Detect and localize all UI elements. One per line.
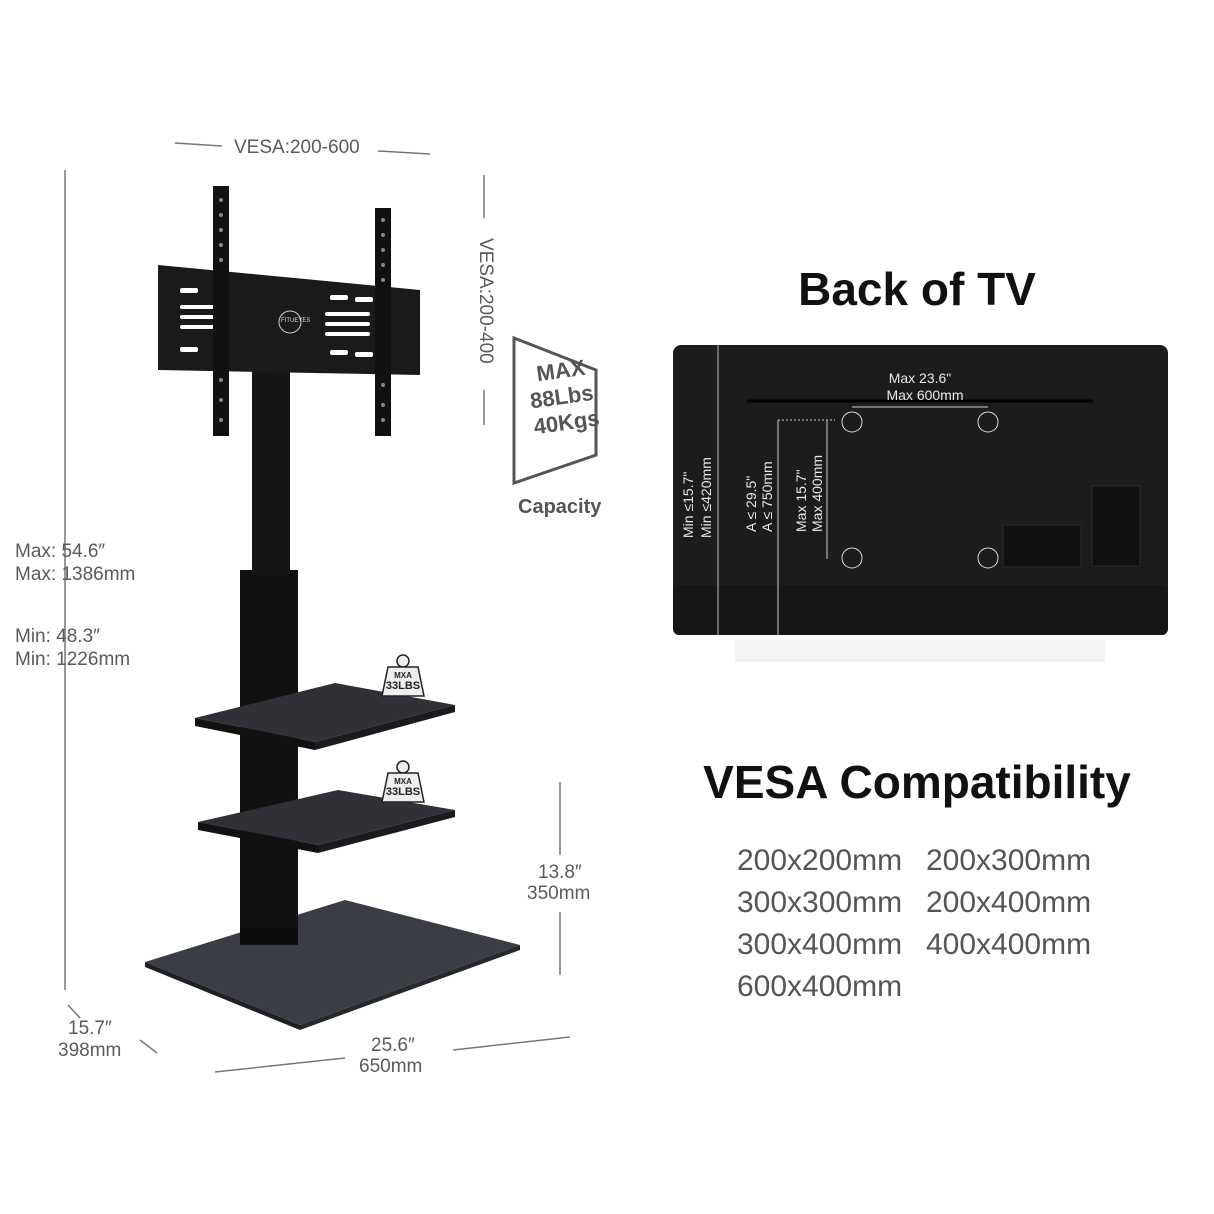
weight-icon-top (381, 654, 425, 697)
tv-horizontal-mm: Max 600mm (886, 387, 964, 403)
back-of-tv-title: Back of TV (798, 263, 1036, 315)
height-min-in: Min: 48.3″ (15, 626, 100, 647)
depth-in: 15.7″ (68, 1018, 112, 1039)
tv-a-in: A ≤ 29.5" (743, 475, 759, 532)
vesa-width-label: VESA:200-600 (234, 137, 360, 158)
capacity-label: Capacity (518, 496, 602, 518)
stand-column-lower (240, 570, 298, 945)
stand-column-upper (252, 365, 290, 575)
height-min-mm: Min: 1226mm (15, 649, 131, 670)
shelf-weight-top-line1: MXA (394, 671, 412, 680)
vesa-size: 600x400mm (737, 970, 903, 1003)
vesa-size: 200x300mm (926, 844, 1092, 877)
weight-icon-bottom (381, 760, 425, 803)
capacity-badge (512, 335, 598, 486)
height-max-in: Max: 54.6″ (15, 541, 106, 562)
shelf-height-mm: 350mm (527, 883, 591, 904)
vesa-height-label: VESA:200-400 (475, 238, 496, 364)
tv-horizontal-in: Max 23.6" (888, 370, 952, 386)
dimension-lines (64, 142, 571, 1073)
tv-vertical-in: Max 15.7" (793, 469, 809, 532)
width-mm: 650mm (359, 1056, 423, 1077)
vesa-size: 200x400mm (926, 886, 1092, 919)
tv-vertical-mm: Max 400mm (809, 454, 825, 532)
vesa-size: 200x200mm (737, 844, 903, 877)
tv-a-mm: A ≤ 750mm (759, 461, 775, 532)
vesa-size: 300x300mm (737, 886, 903, 919)
mount-arm-right (375, 208, 391, 436)
brand-logo-text: FITUEYES (281, 318, 311, 324)
mount-arm-left (213, 186, 229, 436)
shelf-weight-bottom-line2: 33LBS (385, 786, 421, 798)
depth-mm: 398mm (58, 1040, 122, 1061)
tv-back-illustration (673, 345, 1168, 662)
shelf-weight-bottom-line1: MXA (394, 777, 412, 786)
shelf-bottom (198, 790, 455, 845)
shelf-height-in: 13.8″ (538, 862, 582, 883)
stand-base (145, 900, 520, 1025)
capacity-text: MAX 88Lbs 40Kgs (525, 354, 602, 440)
tv-min-in: Min ≤15.7" (680, 471, 696, 538)
brand-logo (278, 310, 302, 334)
shelf-top (195, 683, 455, 742)
vesa-size: 300x400mm (737, 928, 903, 961)
vesa-size: 400x400mm (926, 928, 1092, 961)
tv-min-mm: Min ≤420mm (698, 457, 714, 538)
height-max-mm: Max: 1386mm (15, 564, 136, 585)
width-in: 25.6″ (371, 1035, 415, 1056)
shelf-weight-top-line2: 33LBS (385, 680, 421, 692)
vesa-compatibility-title: VESA Compatibility (703, 756, 1131, 808)
